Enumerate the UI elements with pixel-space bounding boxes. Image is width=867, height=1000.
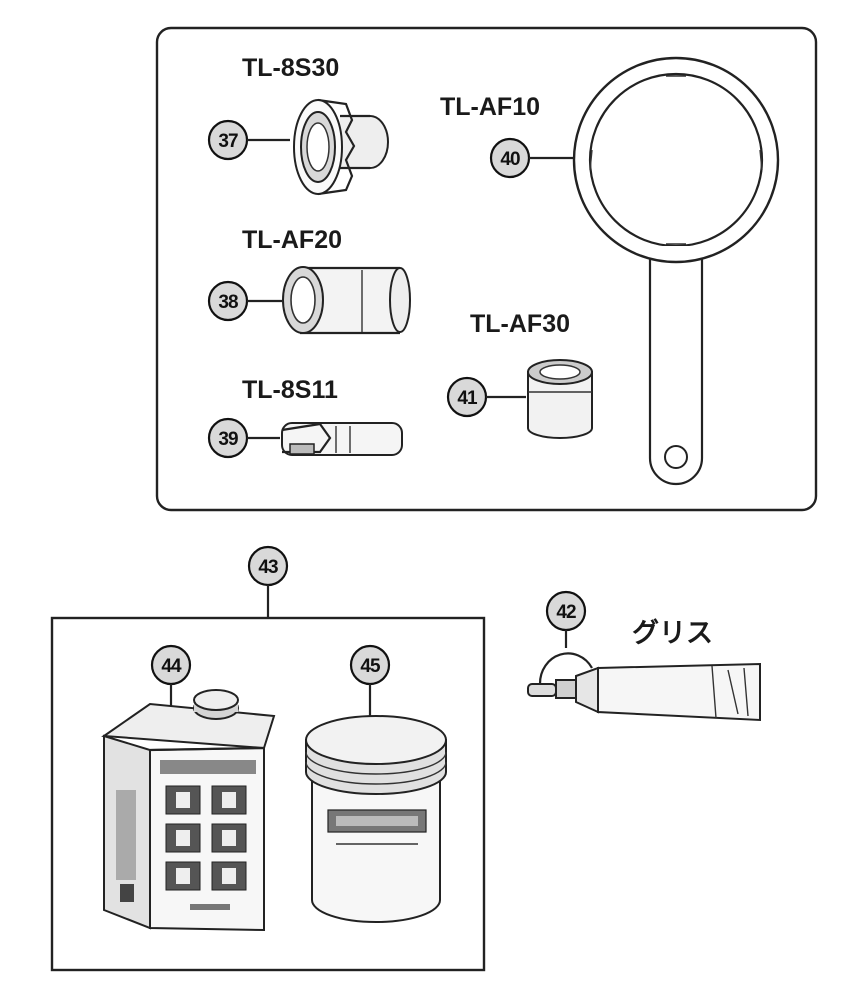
tool-41: TL-AF30 41 [446, 310, 593, 439]
tool-label-39: TL-8S11 [242, 376, 338, 404]
tool-38: TL-AF20 38 [207, 226, 411, 335]
tl-af20-drawing [282, 266, 411, 335]
callout-number-43: 43 [258, 557, 278, 578]
grease-tube-drawing [527, 652, 761, 722]
grease-jar: 45 [305, 644, 447, 923]
grease-label: グリス [632, 617, 713, 649]
callout-number-37: 37 [218, 131, 238, 152]
tool-39: TL-8S11 39 [207, 376, 403, 459]
tool-37: TL-8S30 37 [207, 54, 389, 196]
callout-number-41: 41 [457, 388, 478, 409]
tl-af10-wrench-drawing [572, 56, 780, 486]
tool-40: TL-AF10 40 [440, 56, 780, 486]
callout-number-38: 38 [218, 292, 238, 313]
tool-label-38: TL-AF20 [242, 226, 342, 254]
grease-jar-drawing [305, 715, 447, 923]
callout-number-42: 42 [556, 602, 576, 623]
tool-label-41: TL-AF30 [470, 310, 570, 338]
oil-can: 44 [101, 644, 276, 932]
grease-tube: 42 グリス [527, 590, 761, 722]
tl-8s11-drawing [281, 422, 403, 456]
tl-af30-drawing [527, 359, 593, 439]
callout-number-44: 44 [161, 656, 182, 677]
callout-number-39: 39 [218, 429, 238, 450]
tool-label-40: TL-AF10 [440, 93, 540, 121]
tl-8s30-drawing [293, 98, 389, 196]
tool-label-37: TL-8S30 [242, 54, 339, 82]
oil-can-drawing [101, 689, 276, 932]
callout-number-40: 40 [500, 149, 520, 170]
callout-number-45: 45 [360, 656, 381, 677]
